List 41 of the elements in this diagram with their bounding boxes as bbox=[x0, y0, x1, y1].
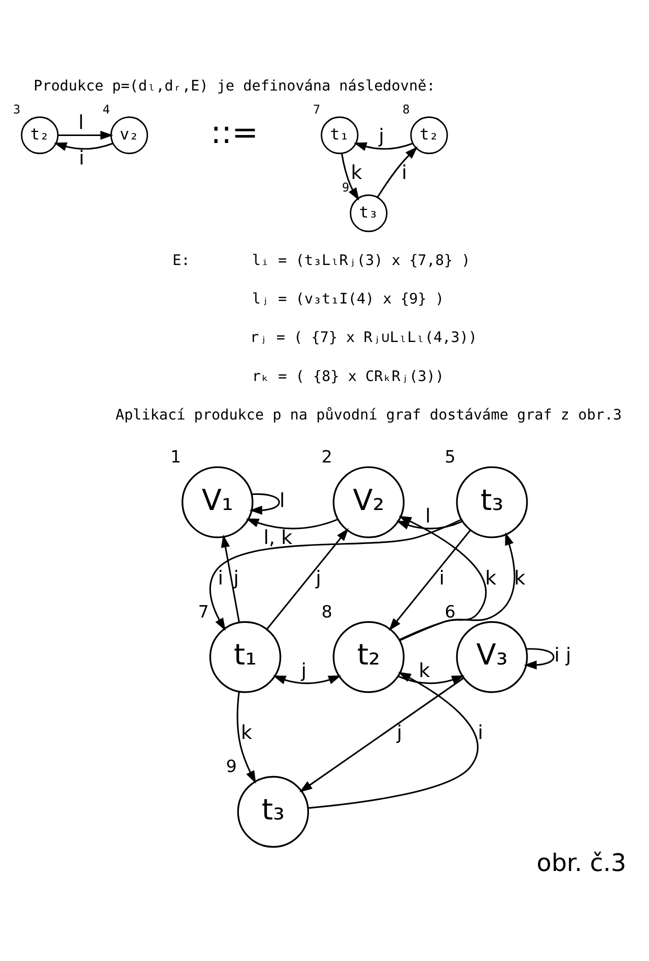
edge-label: i bbox=[78, 146, 84, 170]
edge-label: l bbox=[78, 110, 84, 134]
edge-label: l bbox=[425, 504, 431, 528]
edge-label: k bbox=[514, 566, 526, 590]
label: rₖ = ( {8} x CRₖRⱼ(3)) bbox=[252, 368, 444, 385]
edge-label: j bbox=[396, 721, 402, 744]
node-label: 3 bbox=[13, 102, 20, 117]
node-label: 7 bbox=[198, 601, 209, 622]
node-label: 8 bbox=[402, 102, 410, 117]
edge-label: j bbox=[316, 566, 322, 590]
edge-label: k bbox=[350, 161, 362, 184]
node-label: 9 bbox=[226, 756, 237, 776]
label: lᵢ = (t₃LₗRⱼ(3) x {7,8} ) bbox=[252, 252, 470, 269]
label: E: bbox=[172, 252, 190, 269]
node-label: 5 bbox=[444, 446, 456, 467]
label: Produkce p=(dₗ,dᵣ,E) je definována následovně: bbox=[34, 78, 436, 95]
edge-label: l bbox=[279, 488, 285, 512]
node-label: 2 bbox=[321, 446, 332, 467]
edge-label: j bbox=[234, 566, 239, 590]
edge-label: l, k bbox=[263, 526, 292, 550]
caption: obr. č.3 bbox=[536, 849, 626, 878]
edge-label: i bbox=[218, 566, 224, 590]
edge-label: i j bbox=[554, 644, 572, 667]
edge-label: i bbox=[439, 566, 444, 590]
node-label: 8 bbox=[321, 601, 332, 622]
label: lⱼ = (v₃t₁I(4) x {9} ) bbox=[252, 291, 444, 308]
edge-label: k bbox=[485, 566, 496, 590]
edge-label: j bbox=[378, 124, 384, 148]
edge-label: k bbox=[240, 721, 252, 744]
node-label: 6 bbox=[444, 601, 456, 622]
label: ::= bbox=[210, 114, 258, 151]
edge-label: i bbox=[402, 161, 407, 184]
edge-label: i bbox=[478, 721, 484, 744]
edge-label: j bbox=[301, 659, 306, 682]
edge-label: k bbox=[418, 659, 430, 682]
label: Aplikací produkce p na původní graf dostáváme graf z obr.3 bbox=[115, 408, 622, 424]
node-label: 4 bbox=[102, 102, 110, 117]
node-label: 1 bbox=[170, 446, 182, 467]
node-label: 9 bbox=[342, 180, 350, 194]
node-label: 7 bbox=[313, 102, 320, 117]
label: rⱼ = ( {7} x Rⱼ∪LₗLₗ(4,3)) bbox=[250, 330, 478, 346]
